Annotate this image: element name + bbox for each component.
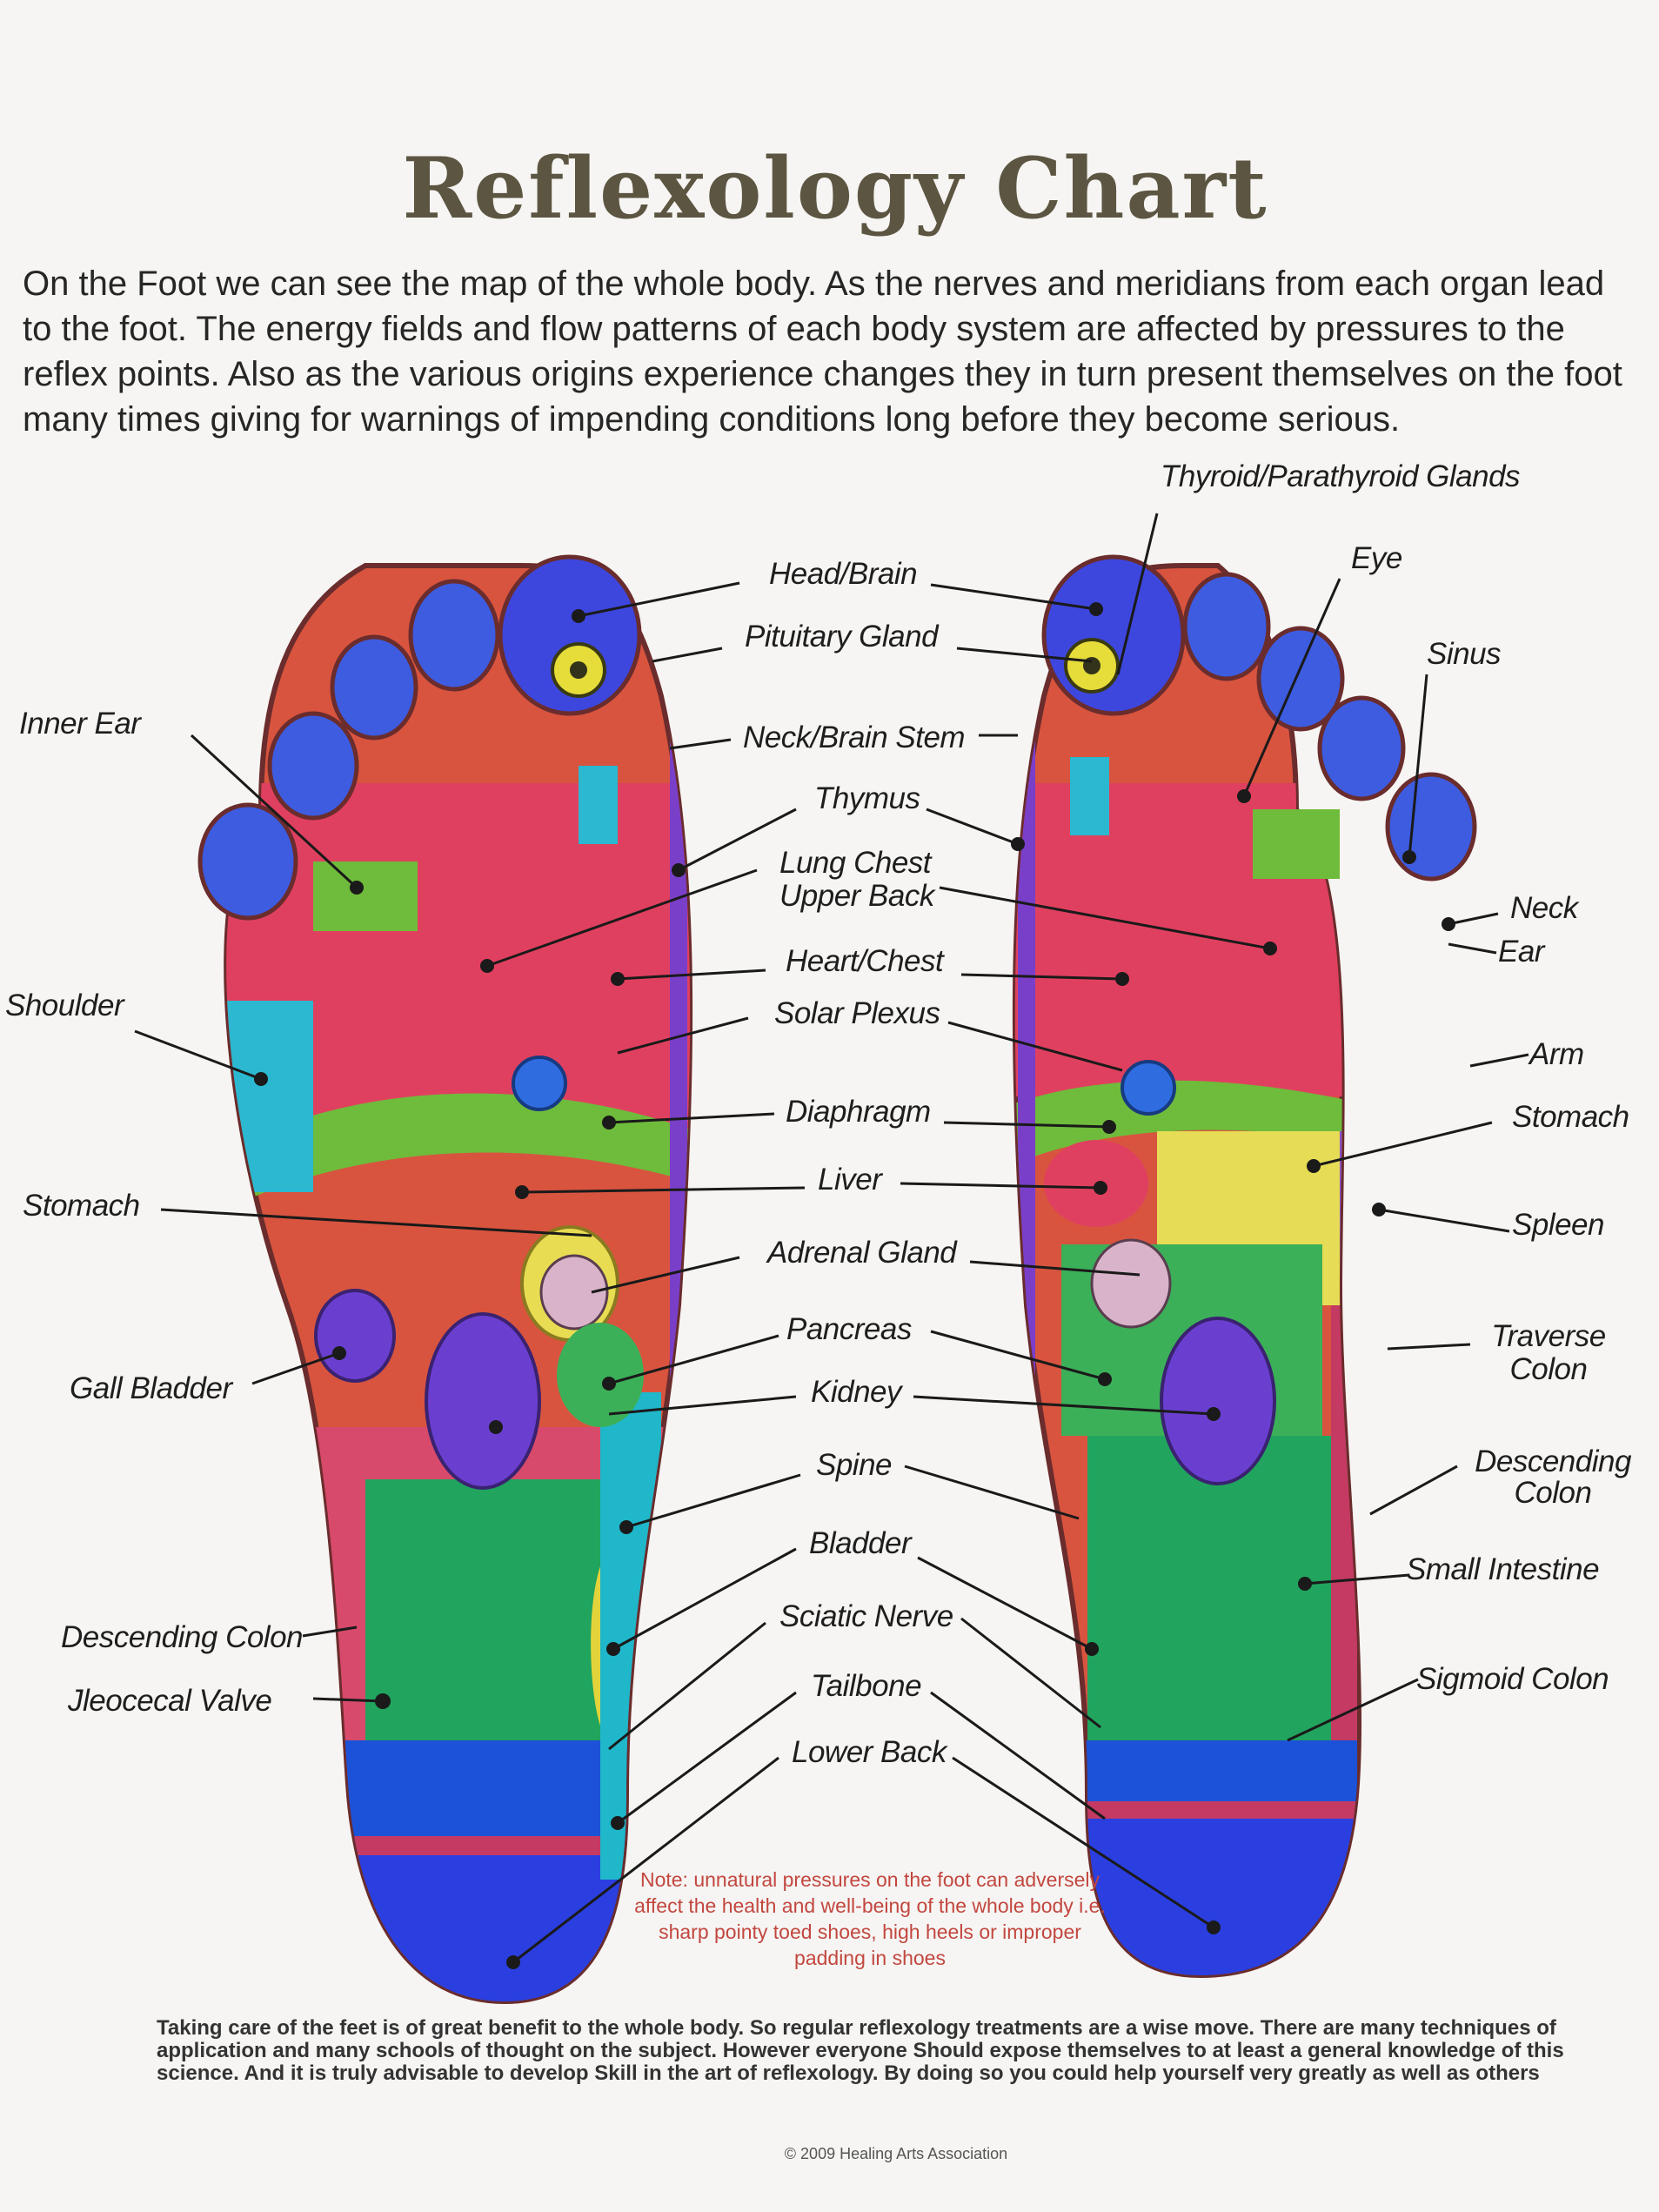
label-sinus: Sinus xyxy=(1427,637,1502,671)
label-kidney: Kidney xyxy=(811,1375,902,1409)
label-spleen: Spleen xyxy=(1512,1208,1604,1242)
right-foot xyxy=(1012,554,1477,1979)
label-neck-brain-stem: Neck/Brain Stem xyxy=(743,721,966,754)
label-ear: Ear xyxy=(1498,935,1544,969)
label-small-intestine: Small Intestine xyxy=(1406,1552,1600,1586)
label-descending-colon: Colon xyxy=(1514,1476,1592,1510)
page-title: Reflexology Chart xyxy=(402,139,1268,238)
label-heart-chest: Heart/Chest xyxy=(786,944,944,978)
leader-lines xyxy=(134,513,1529,1964)
label-thymus: Thymus xyxy=(814,781,920,815)
label-tailbone: Tailbone xyxy=(811,1669,922,1703)
label-eye: Eye xyxy=(1351,541,1402,575)
label-head-brain: Head/Brain xyxy=(769,557,918,591)
label-solar-plexus: Solar Plexus xyxy=(774,996,940,1030)
label-liver: Liver xyxy=(818,1163,882,1196)
label-arm: Arm xyxy=(1529,1037,1584,1071)
label-pituitary-gland: Pituitary Gland xyxy=(745,620,939,654)
label-stomach-right: Stomach xyxy=(1512,1100,1629,1134)
label-neck: Neck xyxy=(1510,891,1578,925)
footer-paragraph: Taking care of the feet is of great bene… xyxy=(157,2016,1564,2085)
label-ileocecal-valve: Jleocecal Valve xyxy=(68,1684,272,1718)
intro-paragraph: On the Foot we can see the map of the wh… xyxy=(23,265,1622,439)
label-traverse-colon: Colon xyxy=(1509,1352,1588,1386)
label-descending: Descending xyxy=(1475,1445,1631,1478)
copyright: © 2009 Healing Arts Association xyxy=(784,2145,1008,2162)
label-sigmoid-colon: Sigmoid Colon xyxy=(1416,1662,1609,1696)
reflex-points xyxy=(254,602,1455,1969)
label-thyroid: Thyroid/Parathyroid Glands xyxy=(1161,459,1521,493)
label-stomach-left: Stomach xyxy=(23,1189,140,1223)
label-shoulder: Shoulder xyxy=(5,989,124,1022)
label-lower-back: Lower Back xyxy=(792,1735,947,1769)
label-lung-chest: Lung Chest xyxy=(779,846,932,880)
label-inner-ear: Inner Ear xyxy=(19,707,141,741)
label-diaphragm: Diaphragm xyxy=(786,1095,931,1129)
label-adrenal-gland: Adrenal Gland xyxy=(767,1236,957,1270)
label-descending-colon-left: Descending Colon xyxy=(61,1620,304,1654)
label-spine: Spine xyxy=(816,1448,893,1482)
label-sciatic-nerve: Sciatic Nerve xyxy=(779,1599,953,1633)
label-pancreas: Pancreas xyxy=(786,1312,912,1346)
label-gall-bladder: Gall Bladder xyxy=(70,1371,232,1405)
warning-note: Note: unnatural pressures on the foot ca… xyxy=(634,1868,1106,1969)
label-upper-back: Upper Back xyxy=(779,879,934,913)
label-traverse: Traverse xyxy=(1491,1319,1606,1353)
label-bladder: Bladder xyxy=(809,1526,912,1560)
